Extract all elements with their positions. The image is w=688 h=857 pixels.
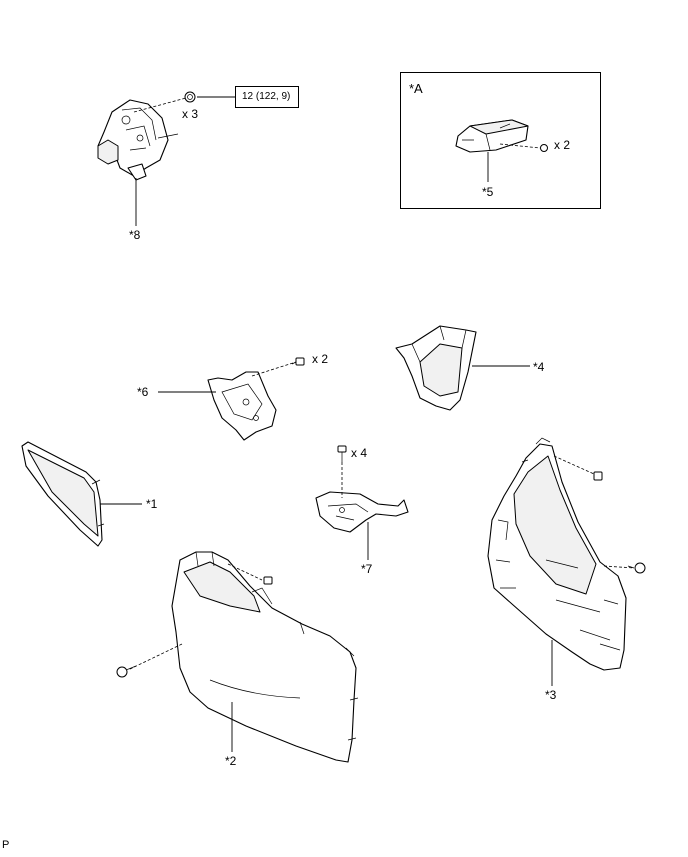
part-3-panel xyxy=(487,437,646,686)
part-2-panel xyxy=(116,551,359,763)
callout-1: *1 xyxy=(146,497,158,511)
part-5-module xyxy=(455,119,548,182)
inset-frame xyxy=(400,72,601,209)
part-8-actuator xyxy=(97,97,187,181)
figure-code: P xyxy=(2,839,10,851)
part-6-bolt xyxy=(291,357,305,366)
callout-5: *5 xyxy=(482,185,494,199)
part-2-bolt-upper xyxy=(263,576,273,585)
callout-6: *6 xyxy=(137,385,149,399)
part-2-clip xyxy=(116,665,137,678)
part-3-bolt-upper xyxy=(593,471,603,481)
callout-3: *3 xyxy=(545,688,557,702)
callout-2: *2 xyxy=(225,754,237,768)
callout-8: *8 xyxy=(129,228,141,242)
callout-4: *4 xyxy=(533,360,545,374)
callout-7: *7 xyxy=(361,562,373,576)
part-5-bolt-quantity: x 2 xyxy=(554,138,571,152)
part-4-trim xyxy=(395,325,530,411)
part-7-bolt-quantity: x 4 xyxy=(351,446,368,460)
part-7-bracket xyxy=(315,445,409,560)
part-6-bolt-quantity: x 2 xyxy=(312,352,329,366)
part-8-nut xyxy=(184,91,196,103)
part-7-bolt xyxy=(337,445,347,462)
torque-spec-box: 12 (122, 9) xyxy=(235,86,299,108)
part-8-nut-quantity: x 3 xyxy=(182,107,199,121)
part-6-bracket xyxy=(158,357,305,441)
inset-label: *A xyxy=(409,81,423,96)
torque-value: 12 (122, 9) xyxy=(242,91,291,102)
part-3-clip xyxy=(627,562,646,574)
part-1-panel xyxy=(21,441,142,547)
